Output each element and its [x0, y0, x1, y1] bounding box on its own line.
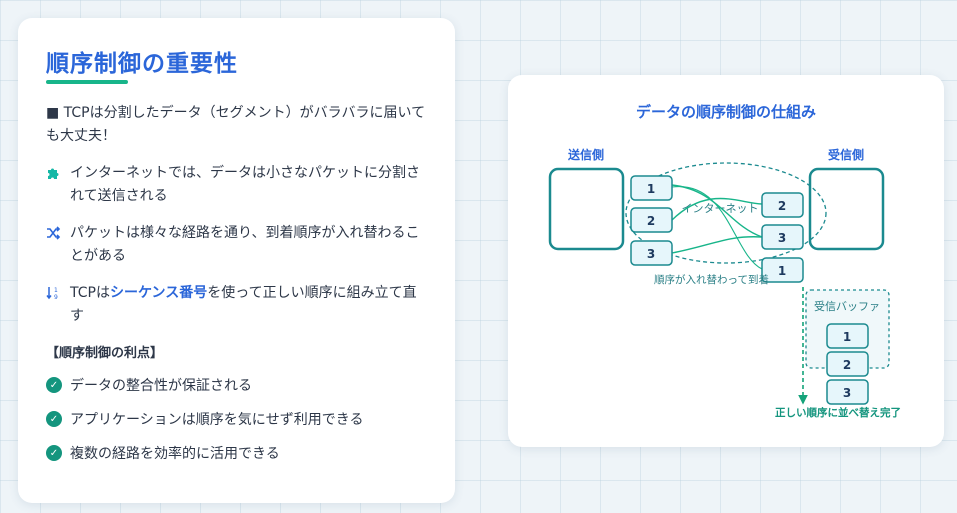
svg-text:9: 9 [54, 294, 58, 300]
arrived-packet: 3 [761, 224, 804, 250]
puzzle-icon [46, 162, 70, 208]
bullet-text: パケットは様々な経路を通り、到着順序が入れ替わることがある [70, 225, 420, 264]
svg-text:1: 1 [54, 287, 58, 294]
diagram-card: データの順序制御の仕組み 送信側 受信側 インターネット 1 2 [508, 75, 944, 447]
route-line [671, 186, 763, 270]
receiver-box [808, 167, 885, 251]
packet-number: 2 [647, 214, 655, 228]
route-line [671, 236, 763, 254]
sequence-number-highlight: シーケンス番号 [109, 285, 208, 301]
packet-number: 1 [647, 182, 655, 196]
packet-number: 2 [778, 199, 786, 213]
buffer-packet: 1 [826, 323, 869, 349]
route-line [671, 184, 763, 238]
intro-text: ■ TCPは分割したデータ（セグメント）がバラバラに届いても大丈夫！ [46, 105, 426, 144]
sequence-diagram: 送信側 受信側 インターネット 1 2 3 2 [548, 147, 901, 419]
packet-number: 3 [778, 231, 786, 245]
bullet-text-after: を使って正しい順序に組み立て直す [70, 285, 417, 324]
sorted-label: 正しい順序に並べ替え完了 [775, 406, 901, 419]
title-underline [46, 80, 128, 84]
benefits-heading: 【順序制御の利点】 [46, 346, 164, 361]
packet-number: 1 [843, 330, 851, 344]
packet-number: 1 [778, 264, 786, 278]
bullet-packet-split: インターネットでは、データは小さなパケットに分割されて送信される [46, 162, 429, 208]
internet-label: インターネット [682, 202, 759, 215]
arrived-packet: 2 [761, 192, 804, 218]
benefit-item: ✓ アプリケーションは順序を気にせず利用できる [46, 409, 429, 429]
sent-packet: 2 [630, 207, 673, 233]
sender-label: 送信側 [567, 147, 604, 162]
bullet-text: インターネットでは、データは小さなパケットに分割されて送信される [70, 165, 420, 204]
arrived-packet: 1 [761, 257, 804, 283]
buffer-packet: 2 [826, 351, 869, 377]
packet-number: 2 [843, 358, 851, 372]
packet-number: 3 [647, 247, 655, 261]
reorder-label: 順序が入れ替わって到着 [654, 273, 769, 286]
sent-packet: 3 [630, 240, 673, 266]
benefit-item: ✓ データの整合性が保証される [46, 375, 429, 395]
info-card: 順序制御の重要性 ■ TCPは分割したデータ（セグメント）がバラバラに届いても大… [18, 18, 455, 503]
buffer-label: 受信バッファ [814, 300, 880, 313]
shuffle-icon [46, 222, 70, 268]
benefit-text: 複数の経路を効率的に活用できる [70, 446, 280, 462]
title-text: 順序制御の重要性 [46, 51, 238, 77]
internet-cloud [625, 162, 827, 264]
bullet-text: TCPはシーケンス番号を使って正しい順序に組み立て直す [70, 282, 429, 328]
buffer-packet: 3 [826, 379, 869, 405]
diagram-title: データの順序制御の仕組み [635, 103, 816, 121]
receiver-label: 受信側 [828, 147, 864, 162]
bullet-text-before: TCPは [70, 285, 110, 301]
benefit-text: データの整合性が保証される [70, 378, 252, 394]
check-circle-icon: ✓ [46, 411, 62, 427]
page-title: 順序制御の重要性 [46, 44, 238, 84]
check-circle-icon: ✓ [46, 445, 62, 461]
route-line [671, 197, 763, 221]
sent-packet: 1 [630, 175, 673, 201]
check-circle-icon: ✓ [46, 377, 62, 393]
benefit-text: アプリケーションは順序を気にせず利用できる [70, 412, 364, 428]
sender-box [548, 167, 625, 251]
bullet-reorder: パケットは様々な経路を通り、到着順序が入れ替わることがある [46, 222, 429, 268]
benefit-item: ✓ 複数の経路を効率的に活用できる [46, 443, 429, 463]
packet-number: 3 [843, 386, 851, 400]
